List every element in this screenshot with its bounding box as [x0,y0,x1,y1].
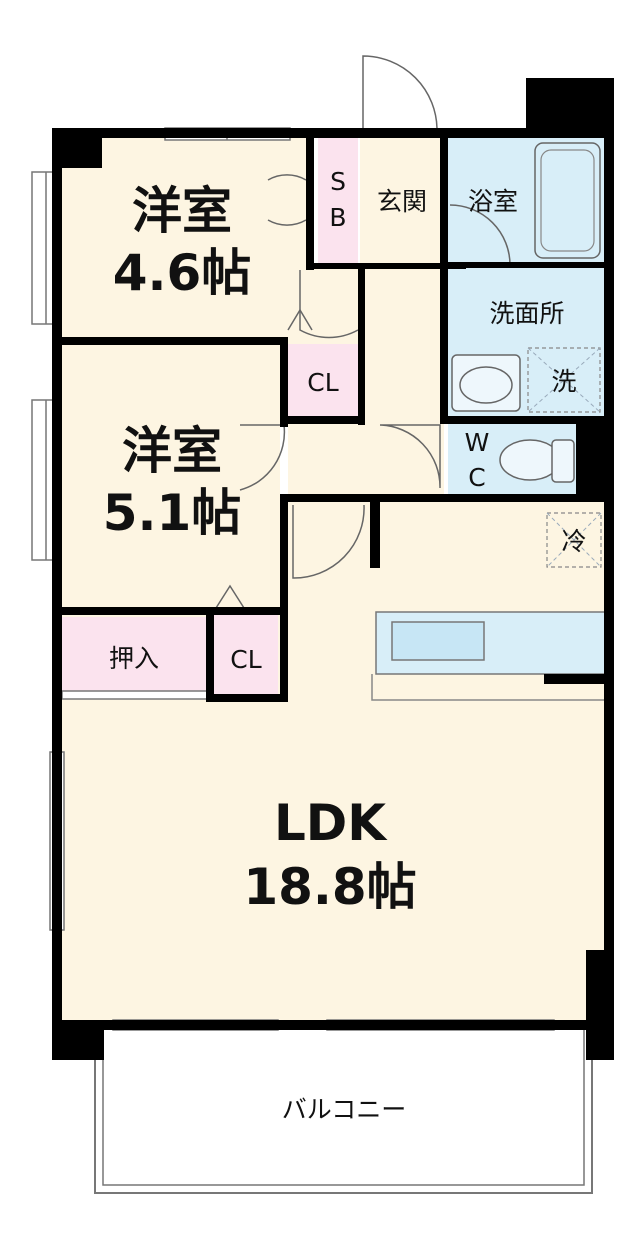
ldk-size: 18.8帖 [243,858,416,916]
toilet-bowl [499,439,561,481]
oshiire-floor [62,617,208,691]
ldk-door [292,504,365,579]
fridge-label: 冷 [561,527,586,556]
shoe-box-label-s: S [330,167,346,196]
wall-left [52,128,62,1058]
room-fills [62,137,608,1023]
toilet-label-c: C [468,463,485,492]
washer-label: 洗 [551,367,576,396]
closet-1-door [287,308,313,331]
wall-closet1-bottom [280,416,365,424]
wall-room1-right [306,130,314,270]
balcony [94,1030,593,1194]
wash-basin [451,354,521,412]
balcony-rail-outer [94,1030,593,1194]
western-room-1-floor [62,137,309,341]
room2-door [239,424,286,491]
wall-toilet-right [576,420,606,500]
shoe-box-floor [318,137,358,265]
oshiire-label: 押入 [109,644,159,673]
balcony-rail-inner [102,1030,585,1186]
western-room-1-size: 4.6帖 [113,244,252,302]
wall-bath-left [440,130,448,420]
counter-edge [371,674,606,701]
wall-closet1-right [358,265,365,425]
toilet-door [379,424,441,489]
wall-room1-room2 [52,337,288,345]
shoe-box-label-b: B [329,203,346,232]
wall-top [52,128,606,138]
entrance-door [362,55,438,131]
walls [52,78,614,1060]
fridge-space [546,512,602,568]
wall-room2-bottom [52,607,288,615]
wall-closet2-left [206,607,214,702]
shoe-box-door [267,174,307,226]
washer-space [527,347,601,413]
wall-closet2-bottom [206,694,288,702]
ldk-name: LDK [274,794,388,852]
washroom-label: 洗面所 [489,299,564,328]
bathtub-inner [540,149,595,252]
kitchen-sink [391,621,485,661]
wall-top-right-block [526,78,614,138]
ldk-floor [62,500,608,1023]
room1-door [299,270,359,339]
wall-ldk-stub [370,500,380,568]
western-room-2-name: 洋室 [122,422,222,480]
closet-1-label: CL [307,368,338,397]
wall-bath-bottom [440,262,606,268]
wall-hall-ldk [280,494,448,502]
wall-right [604,78,614,1058]
toilet-label-w: W [465,428,490,457]
wall-closet1-left [280,337,288,427]
doors [215,55,511,609]
closet-2-door [215,584,245,609]
bath-door [449,204,511,266]
labels: 洋室 4.6帖 洋室 5.1帖 LDK 18.8帖 S B 玄関 浴室 洗面所 … [103,167,587,1124]
wall-bottom [52,1020,614,1030]
toilet-tank [551,439,575,483]
entrance-floor [360,137,444,267]
fixtures [451,142,602,568]
closet-2-label: CL [230,645,261,674]
closet-2-floor [214,612,278,696]
washer-cross [527,347,601,413]
window-oshiire-rail [61,690,209,700]
western-room-1-name: 洋室 [132,182,232,240]
bathtub [534,142,601,259]
entrance-label: 玄関 [377,187,427,216]
bathroom-label: 浴室 [468,187,518,216]
wall-wash-bottom [440,416,606,424]
western-room-2-size: 5.1帖 [103,484,242,542]
wall-toilet-bottom [440,494,606,502]
balcony-label: バルコニー [282,1095,407,1124]
wall-counter-end [544,674,606,684]
fridge-cross [546,512,602,568]
wall-room2-right [280,494,288,702]
closet-1-floor [288,344,358,416]
wall-room1-bottom-mid [306,263,466,269]
wash-basin-bowl [459,366,513,404]
